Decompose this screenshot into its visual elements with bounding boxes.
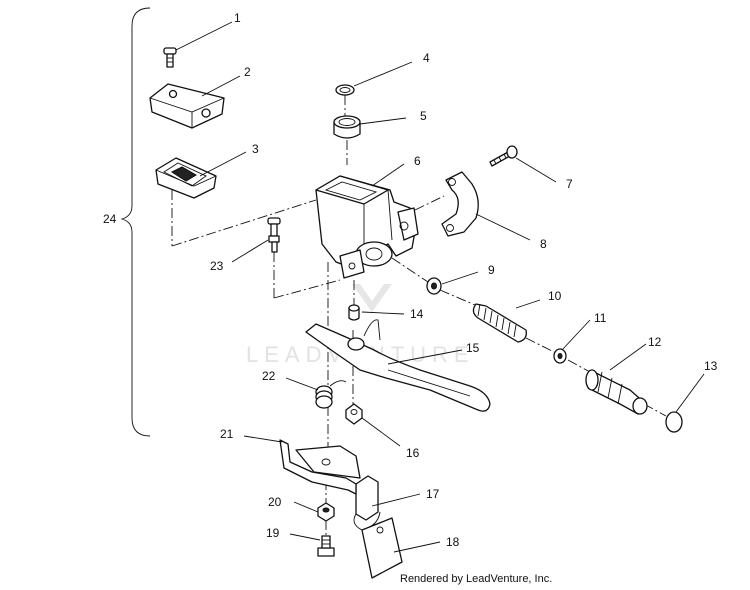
- part-6-master-cylinder: [315, 175, 419, 279]
- part-1-screw: [163, 47, 177, 68]
- callout-9: 9: [488, 263, 495, 277]
- part-14-bushing: [348, 304, 360, 321]
- callout-10: 10: [548, 289, 562, 303]
- part-7-screw: [489, 145, 518, 167]
- part-8-clamp: [441, 171, 479, 237]
- part-2-cover: [149, 83, 225, 129]
- callout-1: 1: [234, 11, 241, 25]
- part-17-switch: [353, 475, 381, 531]
- part-11-washer: [553, 348, 567, 364]
- part-4-o-ring: [335, 84, 355, 96]
- callout-13: 13: [704, 359, 718, 373]
- callout-16: 16: [406, 446, 420, 460]
- part-9-washer: [426, 277, 442, 295]
- part-15-lever: [305, 319, 491, 412]
- callout-12: 12: [648, 335, 662, 349]
- part-3-diaphragm: [155, 157, 217, 199]
- callout-17: 17: [426, 487, 440, 501]
- callout-22: 22: [262, 369, 276, 383]
- callout-2: 2: [244, 65, 251, 79]
- part-12-piston: [585, 369, 648, 415]
- callout-5: 5: [420, 109, 427, 123]
- callout-labels: 1 2 3 4 5 6 7 8 9 10 11 12 13 14 15 16 1…: [103, 11, 718, 549]
- assembly-lines: [171, 95, 667, 535]
- callout-7: 7: [566, 177, 573, 191]
- callout-23: 23: [210, 259, 224, 273]
- group-bracket: [120, 7, 151, 437]
- part-18-tag: [361, 517, 403, 579]
- part-13-o-ring: [665, 411, 683, 433]
- part-23-bolt: [267, 217, 281, 253]
- callout-24: 24: [103, 212, 117, 226]
- callout-18: 18: [446, 535, 460, 549]
- callout-21: 21: [220, 427, 234, 441]
- part-5-bushing: [333, 115, 361, 139]
- part-21-bracket: [279, 439, 361, 495]
- callout-6: 6: [414, 154, 421, 168]
- callout-20: 20: [268, 495, 282, 509]
- part-10-spring: [472, 303, 527, 343]
- part-20-nut: [317, 502, 335, 522]
- callout-3: 3: [252, 142, 259, 156]
- part-19-bolt: [317, 535, 335, 557]
- credit-text: Rendered by LeadVenture, Inc.: [400, 573, 552, 585]
- callout-11: 11: [594, 311, 607, 325]
- part-22-spring: [315, 380, 347, 409]
- callout-8: 8: [540, 237, 547, 251]
- part-16-nut: [345, 403, 363, 425]
- leader-lines: [175, 21, 705, 553]
- callout-4: 4: [423, 51, 430, 65]
- callout-19: 19: [266, 526, 280, 540]
- callout-14: 14: [410, 307, 424, 321]
- callout-15: 15: [466, 341, 480, 355]
